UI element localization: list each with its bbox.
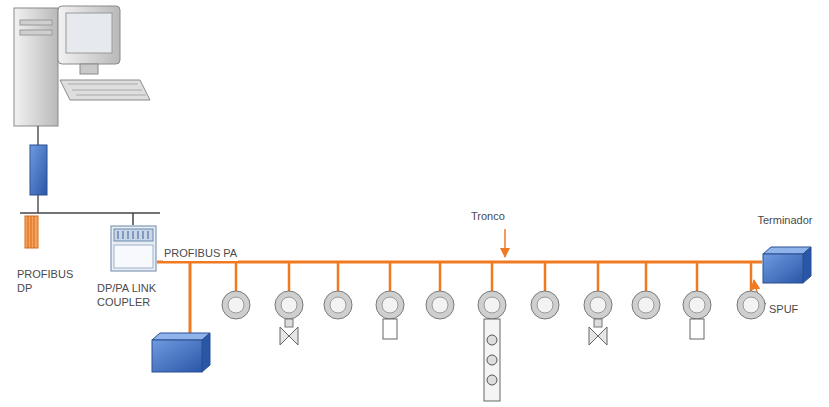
- field-device: [426, 262, 454, 319]
- computer-icon: [14, 6, 150, 126]
- field-device: [584, 262, 612, 345]
- terminator-label: Terminador: [750, 214, 820, 228]
- field-device: [632, 262, 660, 319]
- trunk-line: [157, 261, 762, 264]
- field-device: [376, 262, 404, 339]
- field-device: [737, 262, 765, 319]
- coupler-box-shape: [110, 225, 157, 272]
- cable: [37, 126, 39, 145]
- leader-arrow: [504, 229, 506, 257]
- field-devices: [222, 262, 765, 401]
- dp-bus-line: [20, 212, 160, 214]
- bus-label: PROFIBUS PA: [163, 247, 238, 261]
- power-supply-box: [152, 333, 210, 372]
- terminator-box-shape: [762, 246, 812, 284]
- field-device: [478, 262, 506, 401]
- coupler-box: DP/PA LINK COUPLER: [110, 225, 157, 272]
- field-device: [324, 262, 352, 319]
- device-label: DP/PA LINK COUPLER: [97, 282, 167, 310]
- field-device: [683, 262, 711, 339]
- trunk-label: Tronco: [470, 210, 506, 224]
- dp-connector: [25, 216, 38, 248]
- interface-module: [30, 145, 47, 195]
- field-device: [531, 262, 559, 319]
- field-device: [275, 262, 303, 345]
- cable: [132, 213, 134, 225]
- cable: [37, 195, 39, 213]
- field-device: [222, 262, 250, 319]
- bus-label: PROFIBUS DP: [16, 268, 84, 296]
- spur-line: [189, 262, 192, 335]
- terminator-box: Terminador: [762, 246, 812, 284]
- spur-label: SPUF: [768, 303, 799, 317]
